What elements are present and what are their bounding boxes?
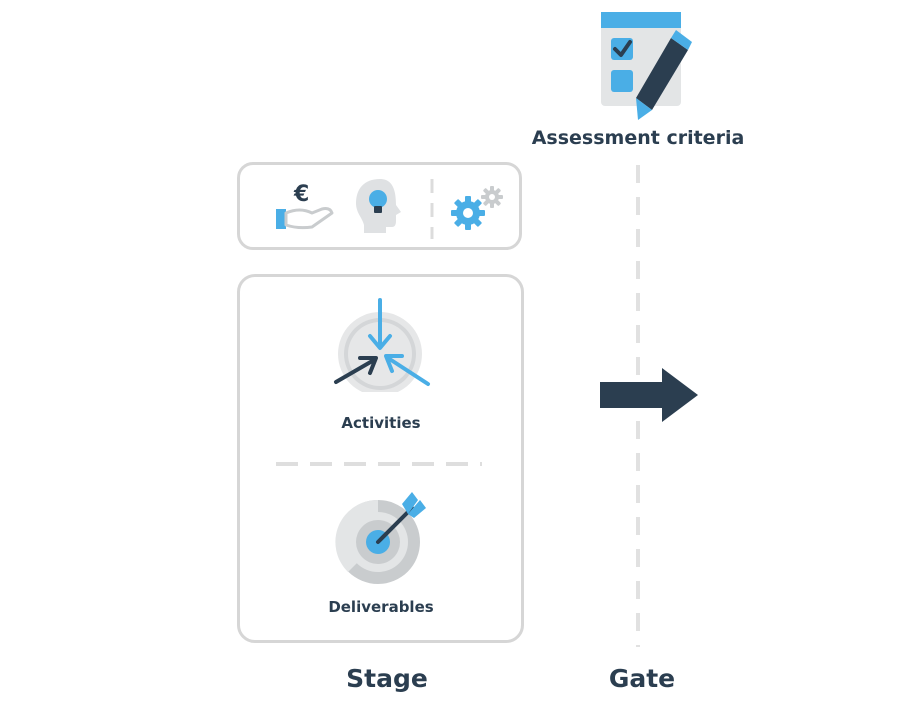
assessment-criteria-label: Assessment criteria (531, 127, 745, 149)
gears-icon (451, 186, 503, 230)
deliverables-label: Deliverables (328, 598, 434, 616)
resources-box: € (237, 162, 522, 250)
resources-separator (430, 179, 434, 239)
clipboard-checklist-icon (601, 12, 692, 120)
stage-label: Stage (346, 664, 428, 693)
pencil-icon (636, 30, 692, 120)
gate-label: Gate (608, 664, 676, 693)
currency-symbol: € (293, 182, 309, 207)
right-arrow-icon (600, 368, 698, 422)
converging-arrows-icon (334, 298, 430, 392)
money-hand-icon: € (276, 182, 334, 230)
activities-label: Activities (341, 414, 421, 432)
target-dart-icon (335, 492, 426, 584)
stage-divider (276, 462, 482, 466)
head-lightbulb-icon (356, 179, 401, 233)
